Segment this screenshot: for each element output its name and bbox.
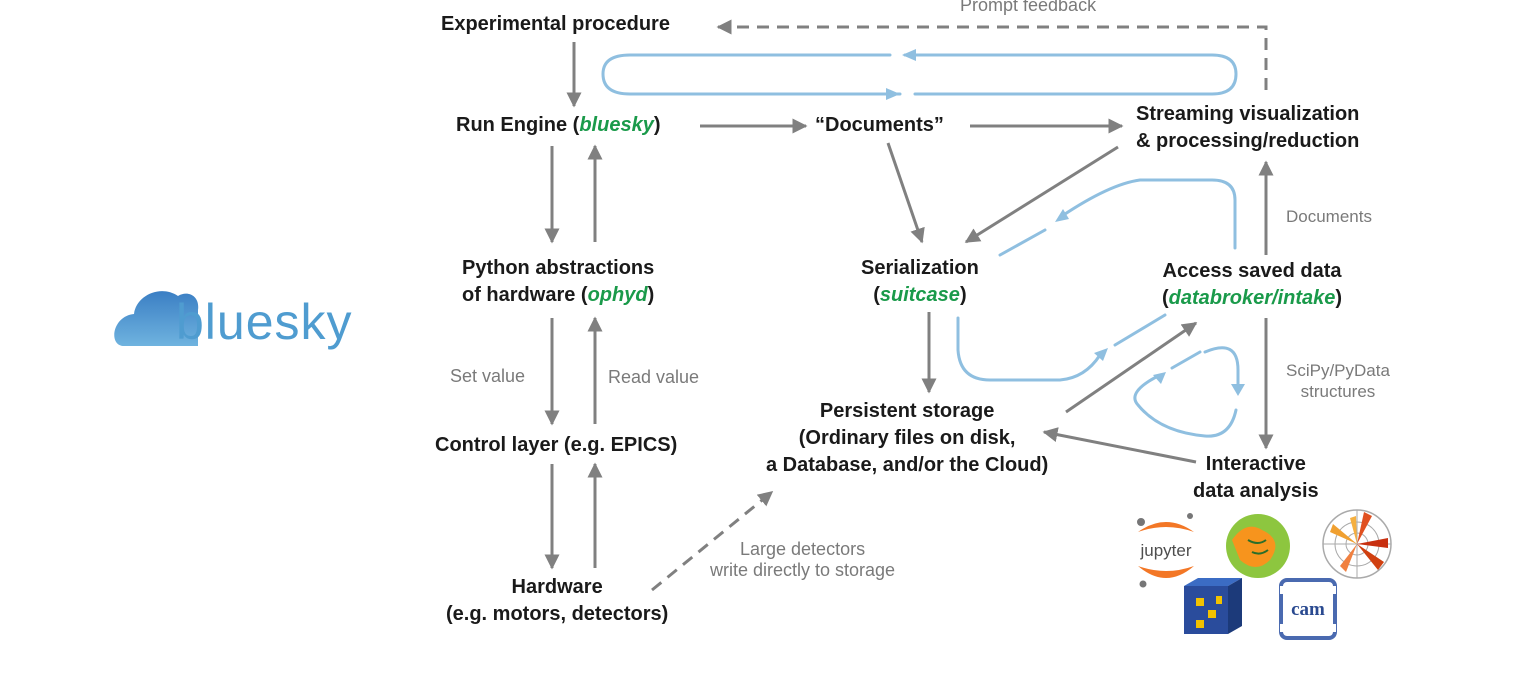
python-abstractions-line1: Python abstractions <box>462 257 655 279</box>
large-detectors-line1: Large detectors <box>740 539 866 559</box>
persistent-storage-line2: (Ordinary files on disk, <box>798 427 1016 449</box>
loop-arrowhead <box>1094 348 1108 361</box>
persistent-storage-line3: a Database, and/or the Cloud) <box>766 454 1049 476</box>
streaming-loop <box>601 53 1238 96</box>
node-streaming: Streaming visualization & processing/red… <box>1136 101 1359 155</box>
cam-logo: cam <box>1279 578 1337 640</box>
edge-label-large-detectors: Large detectors write directly to storag… <box>710 539 895 581</box>
run-engine-label: Run Engine ( <box>456 114 580 136</box>
interactive-line2: data analysis <box>1193 480 1319 502</box>
loop-arrowhead <box>886 88 900 100</box>
streaming-label-line1: Streaming visualization <box>1136 103 1360 125</box>
node-run-engine: Run Engine (bluesky) <box>456 112 660 139</box>
ophyd-package-label: ophyd <box>587 284 648 306</box>
polar-plot-logo <box>1322 509 1392 579</box>
access-prefix: ( <box>1162 287 1169 309</box>
node-interactive-analysis: Interactive data analysis <box>1193 451 1319 505</box>
cam-logo-text: cam <box>1291 599 1325 620</box>
node-experimental-procedure: Experimental procedure <box>441 11 670 38</box>
loop-arrowhead <box>1153 372 1166 384</box>
node-serialization: Serialization (suitcase) <box>861 255 979 309</box>
edge-label-set-value: Set value <box>450 366 526 386</box>
large-detectors-line2: write directly to storage <box>710 560 896 580</box>
serialization-suffix: ) <box>959 284 967 306</box>
node-hardware: Hardware (e.g. motors, detectors) <box>446 574 668 628</box>
node-python-abstractions: Python abstractions of hardware (ophyd) <box>462 255 654 309</box>
hardware-line2: (e.g. motors, detectors) <box>446 603 669 625</box>
serialization-access-loop <box>956 313 1167 382</box>
persistent-storage-line1: Persistent storage <box>819 400 995 422</box>
serialization-prefix: ( <box>873 284 880 306</box>
node-experimental-procedure-label: Experimental procedure <box>441 13 670 35</box>
jupyter-logo: jupyter <box>1137 513 1194 588</box>
edge-label-documents: Documents <box>1286 207 1372 226</box>
suitcase-package-label: suitcase <box>879 284 960 306</box>
node-control-layer: Control layer (e.g. EPICS) <box>435 432 677 459</box>
analysis-to-storage-arrow <box>1042 427 1197 464</box>
edge-label-prompt-feedback: Prompt feedback <box>960 0 1097 15</box>
bluesky-package-label: bluesky <box>579 114 654 136</box>
cube-logo <box>1184 578 1242 634</box>
scipy-label-line1: SciPy/PyData <box>1286 361 1390 380</box>
bluesky-logo-wordmark: bluesky <box>176 294 353 350</box>
prompt-feedback-arrow <box>716 19 1268 90</box>
access-suffix: ) <box>1335 287 1343 309</box>
jupyter-logo-text: jupyter <box>1139 541 1191 560</box>
loop-arrowhead <box>902 49 916 61</box>
analysis-access-loop <box>1133 346 1240 438</box>
hardware-line1: Hardware <box>511 576 603 598</box>
access-saved-data-label: Access saved data <box>1162 260 1342 282</box>
edge-label-scipy: SciPy/PyData structures <box>1286 360 1390 402</box>
storage-to-access-arrow <box>1065 321 1198 414</box>
loop-arrowhead <box>1231 384 1245 396</box>
node-persistent-storage: Persistent storage (Ordinary files on di… <box>766 398 1048 479</box>
node-documents: “Documents” <box>815 112 944 139</box>
scipy-logo <box>1226 514 1290 578</box>
hardware-to-storage-arrow <box>651 490 774 592</box>
loop-arrowhead <box>1055 209 1069 222</box>
python-abstractions-suffix: ) <box>647 284 655 306</box>
bluesky-cloud-icon <box>114 291 199 346</box>
streaming-label-line2: & processing/reduction <box>1136 130 1360 152</box>
node-access-saved-data: Access saved data (databroker/intake) <box>1162 258 1342 312</box>
access-serialization-loop <box>998 178 1237 257</box>
scipy-label-line2: structures <box>1300 382 1376 401</box>
streaming-to-serialization-arrow <box>964 145 1119 244</box>
control-layer-label: Control layer (e.g. EPICS) <box>435 434 678 456</box>
interactive-line1: Interactive <box>1205 453 1306 475</box>
databroker-package-label: databroker/intake <box>1168 287 1336 309</box>
run-engine-suffix: ) <box>653 114 661 136</box>
serialization-label: Serialization <box>861 257 979 279</box>
edge-label-read-value: Read value <box>608 367 700 387</box>
documents-to-serialization-arrow <box>886 142 925 244</box>
python-abstractions-line2: of hardware ( <box>462 284 588 306</box>
documents-label: “Documents” <box>815 114 944 136</box>
